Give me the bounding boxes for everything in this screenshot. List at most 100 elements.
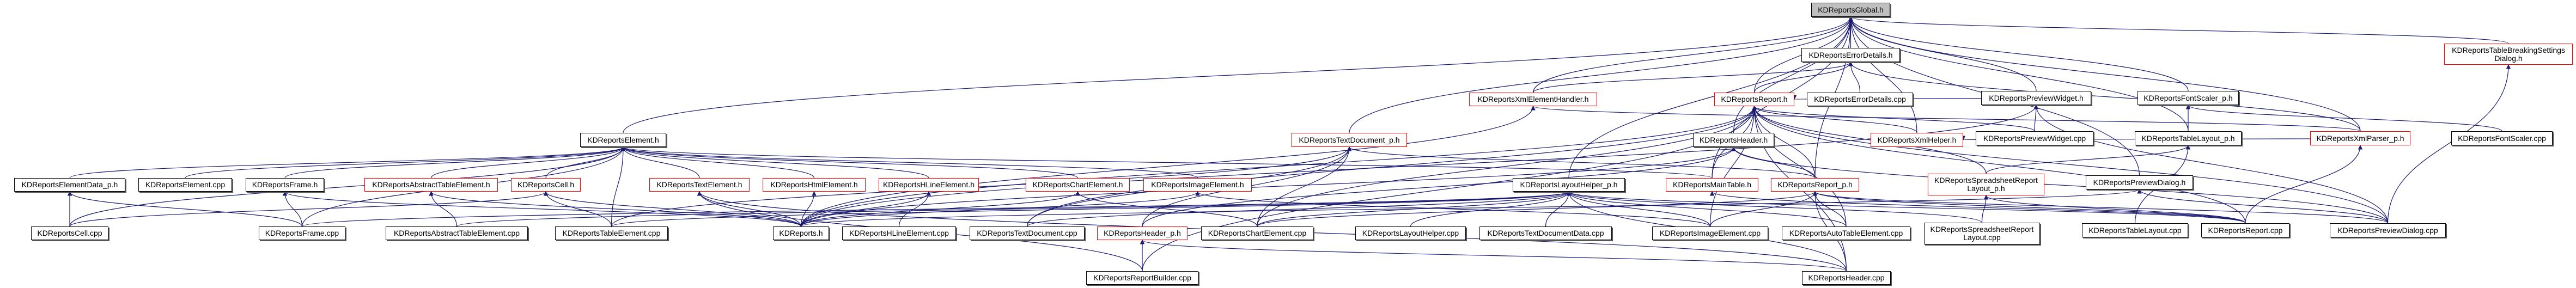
- edge-tecpp-to-cellh: [543, 191, 612, 227]
- graph-node-pwh[interactable]: KDReportsPreviewWidget.h: [1981, 91, 2091, 105]
- edge-tdph-to-global: [1349, 16, 1853, 133]
- graph-node-kdr[interactable]: KDReports.h: [773, 226, 829, 240]
- edge-headerh-to-global: [1733, 16, 1853, 133]
- edge-hph-to-headerh: [1142, 146, 1736, 227]
- graph-node-frameh[interactable]: KDReportsFrame.h: [246, 178, 324, 192]
- graph-node-htmlh[interactable]: KDReportsHtmlElement.h: [763, 178, 866, 192]
- edge-xmlhelper-to-reporth: [1752, 106, 1917, 133]
- edge-imagecpp-to-reporth: [1709, 106, 1757, 227]
- edge-tecpp-to-tdph: [611, 146, 1352, 227]
- edge-frameh-to-elementh: [284, 146, 626, 179]
- edge-xpph-to-xmlhandler: [1531, 106, 2361, 132]
- graph-node-tbsd[interactable]: KDReportsTableBreakingSettings Dialog.h: [2444, 44, 2573, 65]
- graph-node-reportcpp[interactable]: KDReportsReport.cpp: [2201, 223, 2289, 237]
- graph-node-tdph[interactable]: KDReportsTextDocument_p.h: [1292, 133, 1407, 147]
- graph-node-cellh[interactable]: KDReportsCell.h: [511, 178, 581, 192]
- graph-node-edph[interactable]: KDReportsElementData_p.h: [14, 178, 125, 192]
- edge-tddcpp-to-lhph: [1545, 191, 1572, 227]
- edge-chartcpp-to-tdph: [1257, 146, 1352, 227]
- edge-xpph-to-global: [1848, 16, 2361, 132]
- graph-node-hlineh[interactable]: KDReportsHLineElement.h: [879, 178, 979, 192]
- graph-node-mainth[interactable]: KDReportsMainTable.h: [1666, 178, 1758, 192]
- graph-node-xpph[interactable]: KDReportsXmlParser_p.h: [2310, 131, 2410, 145]
- edge-reportcpp-to-lhph: [1567, 191, 2246, 224]
- graph-node-elcpp[interactable]: KDReportsElement.cpp: [138, 178, 232, 192]
- graph-node-pdcpp[interactable]: KDReportsPreviewDialog.cpp: [2330, 223, 2446, 237]
- edge-reporth-to-errh: [1753, 62, 1853, 93]
- graph-node-xmlhelper[interactable]: KDReportsXmlHelper.h: [1871, 133, 1963, 147]
- graph-node-lhcpp[interactable]: KDReportsLayoutHelper.cpp: [1355, 226, 1466, 240]
- edge-autocpp-to-rph: [1812, 191, 1847, 227]
- graph-node-rbcpp[interactable]: KDReportsReportBuilder.cpp: [1086, 271, 1198, 285]
- graph-node-elementh[interactable]: KDReportsElement.h: [580, 133, 666, 147]
- edge-tbsd-to-global: [1848, 16, 2509, 44]
- edge-pwh-to-global: [1848, 16, 2037, 91]
- graph-node-xmlhandler[interactable]: KDReportsXmlElementHandler.h: [1469, 93, 1597, 106]
- edge-chartcpp-to-rph: [1257, 191, 1817, 227]
- edge-kdr-to-pdh: [800, 189, 2142, 227]
- edge-pdcpp-to-reporth: [1752, 106, 2389, 224]
- edge-ssrlph-to-reporth: [1752, 106, 1987, 174]
- graph-node-fscpp[interactable]: KDReportsFontScaler.cpp: [2451, 131, 2553, 145]
- graph-node-pdh[interactable]: KDReportsPreviewDialog.h: [2086, 175, 2193, 189]
- edge-edph-to-elementh: [69, 146, 625, 179]
- graph-node-ssrlph[interactable]: KDReportsSpreadsheetReport Layout_p.h: [1928, 174, 2044, 195]
- edge-kdr-to-xmlhandler: [800, 106, 1536, 227]
- graph-node-imageh[interactable]: KDReportsImageElement.h: [1143, 178, 1252, 192]
- graph-node-tecpp[interactable]: KDReportsTableElement.cpp: [555, 226, 668, 240]
- edge-framecpp-to-frameh: [282, 191, 303, 227]
- graph-node-tlph[interactable]: KDReportsTableLayout_p.h: [2135, 131, 2242, 145]
- edge-cellcpp-to-cellh: [69, 191, 548, 227]
- edge-tdcpp-to-lhph: [1026, 191, 1571, 227]
- edge-tecpp-to-elementh: [611, 146, 626, 227]
- graph-node-texth[interactable]: KDReportsTextElement.h: [649, 178, 750, 192]
- graph-node-imagecpp[interactable]: KDReportsImageElement.cpp: [1652, 226, 1768, 240]
- edge-reportcpp-to-reporth: [1752, 106, 2246, 224]
- graph-node-global[interactable]: KDReportsGlobal.h: [1811, 3, 1890, 17]
- graph-node-framecpp[interactable]: KDReportsFrame.cpp: [259, 226, 345, 240]
- graph-node-hlinecpp[interactable]: KDReportsHLineElement.cpp: [842, 226, 956, 240]
- graph-node-rph[interactable]: KDReportsReport_p.h: [1771, 178, 1859, 192]
- edge-autocpp-to-reporth: [1752, 106, 1847, 227]
- edge-rph-to-headerh: [1731, 146, 1816, 179]
- graph-node-charth[interactable]: KDReportsChartElement.h: [1026, 178, 1130, 192]
- graph-node-cellcpp[interactable]: KDReportsCell.cpp: [31, 226, 108, 240]
- graph-node-errcpp[interactable]: KDReportsErrorDetails.cpp: [1807, 93, 1913, 106]
- graph-node-lhph[interactable]: KDReportsLayoutHelper_p.h: [1513, 178, 1625, 192]
- edge-framecpp-to-lhph: [301, 191, 1571, 227]
- edge-imagecpp-to-imageh: [1195, 191, 1711, 227]
- edge-kdr-to-cellh: [543, 191, 802, 227]
- graph-node-headerh[interactable]: KDReportsHeader.h: [1693, 133, 1774, 147]
- graph-node-hph[interactable]: KDReportsHeader_p.h: [1097, 226, 1187, 240]
- graph-node-tlcpp[interactable]: KDReportsTableLayout.cpp: [2082, 223, 2188, 237]
- graph-node-reporth[interactable]: KDReportsReport.h: [1714, 93, 1794, 106]
- edge-atecpp-to-ateh: [429, 191, 458, 227]
- edge-pdcpp-to-pwh: [2033, 105, 2389, 224]
- edge-pwcpp-to-reporth: [1752, 106, 2035, 132]
- edge-tecpp-to-lhph: [611, 191, 1571, 227]
- graph-node-headercpp[interactable]: KDReportsHeader.cpp: [1802, 271, 1891, 285]
- edge-fsph-to-global: [1848, 16, 2189, 91]
- graph-node-atecpp[interactable]: KDReportsAbstractTableElement.cpp: [386, 226, 528, 240]
- edge-pdcpp-to-rph: [1813, 191, 2389, 224]
- graph-node-pwcpp[interactable]: KDReportsPreviewWidget.cpp: [1976, 131, 2093, 145]
- edge-elcpp-to-elementh: [185, 146, 625, 179]
- edge-elementh-to-global: [623, 16, 1853, 133]
- edge-lhcpp-to-lhph: [1410, 191, 1572, 227]
- graph-node-chartcpp[interactable]: KDReportsChartElement.cpp: [1201, 226, 1313, 240]
- graph-node-tddcpp[interactable]: KDReportsTextDocumentData.cpp: [1479, 226, 1612, 240]
- edge-imagecpp-to-lhph: [1566, 191, 1711, 227]
- edge-ssrlph-to-tlph: [1986, 145, 2191, 174]
- graph-node-ateh[interactable]: KDReportsAbstractTableElement.h: [364, 178, 498, 192]
- edge-headercpp-to-hph: [1140, 240, 1847, 272]
- edge-kdr-to-headerh: [800, 146, 1736, 227]
- graph-node-ssrlcpp[interactable]: KDReportsSpreadsheetReport Layout.cpp: [1924, 223, 2040, 244]
- graph-node-errh[interactable]: KDReportsErrorDetails.h: [1801, 48, 1900, 62]
- edge-reportcpp-to-xpph: [2245, 145, 2363, 224]
- edge-imageh-to-elementh: [621, 146, 1198, 179]
- graph-node-fsph[interactable]: KDReportsFontScaler_p.h: [2137, 91, 2239, 105]
- graph-node-autocpp[interactable]: KDReportsAutoTableElement.cpp: [1782, 226, 1910, 240]
- graph-node-tdcpp[interactable]: KDReportsTextDocument.cpp: [970, 226, 1085, 240]
